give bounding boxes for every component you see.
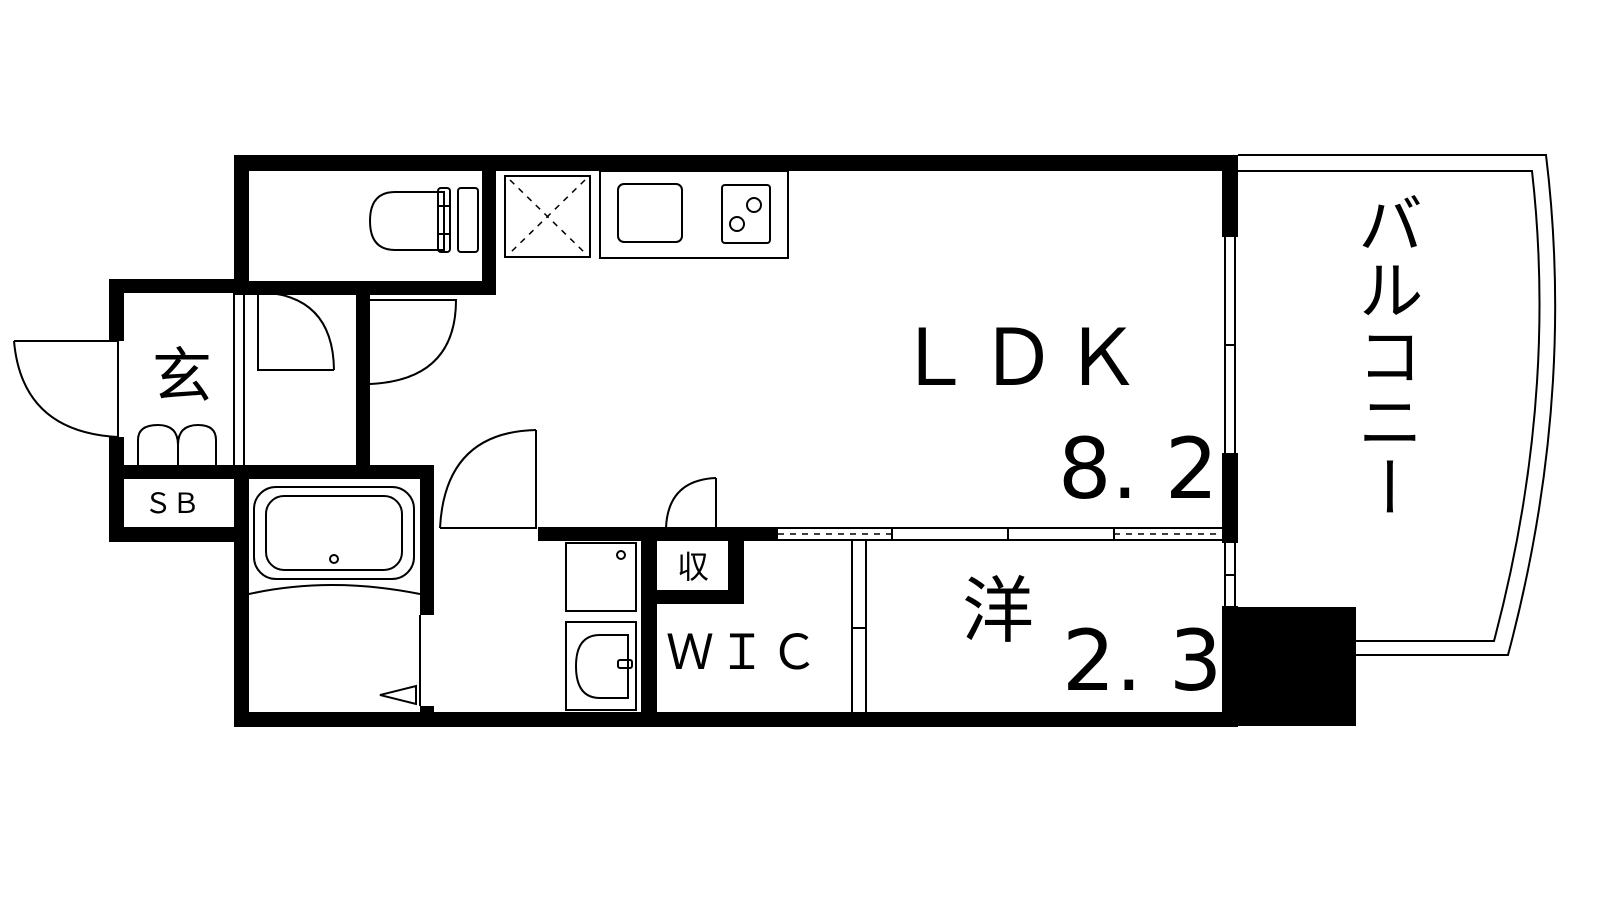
sliding-partitions — [778, 527, 1222, 712]
walls — [109, 155, 1356, 727]
genkan-label: 玄 — [152, 342, 212, 412]
western-room-label: 洋 — [962, 569, 1034, 653]
shoe-box-label: ＳＢ — [144, 487, 200, 520]
shoe-box-fixture — [137, 423, 217, 465]
western-room-size-label: 2. 3 — [1062, 612, 1222, 710]
ldk-label: ＬＤＫ — [895, 314, 1147, 404]
kitchen-fixtures — [504, 170, 789, 259]
room-labels: 玄 ＳＢ ＬＤＫ 8. 2 洋 2. 3 ＷＩＣ 収 バルコニー — [144, 190, 1424, 710]
wic-label: ＷＩＣ — [666, 625, 822, 681]
balcony-outline — [1224, 154, 1557, 656]
storage-label: 収 — [677, 548, 709, 586]
bathtub-fixture — [248, 486, 421, 706]
toilet-fixture — [368, 187, 479, 253]
doors — [13, 291, 717, 529]
balcony-label: バルコニー — [1347, 190, 1424, 520]
ldk-size-label: 8. 2 — [1058, 420, 1218, 518]
washroom-fixtures — [565, 542, 637, 711]
